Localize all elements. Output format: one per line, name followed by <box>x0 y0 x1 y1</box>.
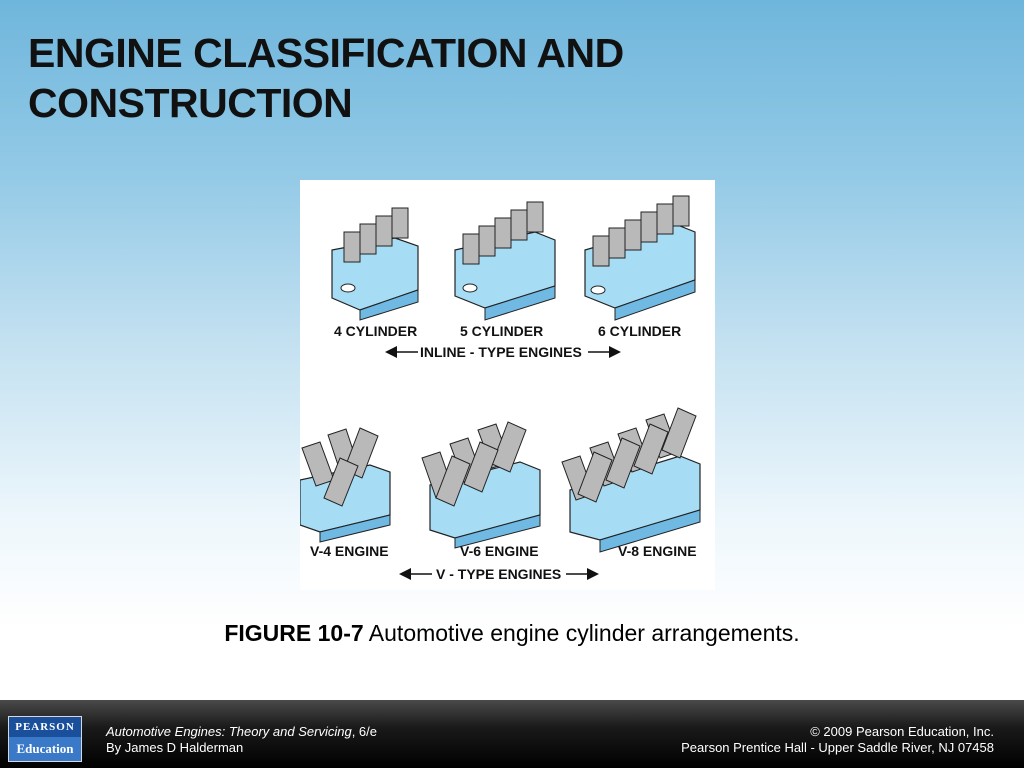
v4-engine <box>300 427 391 543</box>
figure-caption-text: Automotive engine cylinder arrangements. <box>363 620 800 646</box>
figure-number: FIGURE 10-7 <box>224 620 364 646</box>
footer-bar: PEARSON Education Automotive Engines: Th… <box>0 700 1024 768</box>
label-5-cylinder: 5 CYLINDER <box>460 323 543 339</box>
engine-diagram: 4 CYLINDER 5 CYLINDER 6 CYLINDER INLINE … <box>300 195 701 582</box>
book-author: By James D Halderman <box>106 740 244 755</box>
figure-caption: FIGURE 10-7 Automotive engine cylinder a… <box>0 620 1024 647</box>
book-info: Automotive Engines: Theory and Servicing… <box>106 724 377 756</box>
label-v8: V-8 ENGINE <box>618 543 697 559</box>
inline-4-engine <box>331 207 419 321</box>
label-inline-group: INLINE - TYPE ENGINES <box>420 344 582 360</box>
slide-title: ENGINE CLASSIFICATION AND CONSTRUCTION <box>28 30 624 126</box>
label-v4: V-4 ENGINE <box>310 543 389 559</box>
inline-5-engine <box>454 201 556 321</box>
label-4-cylinder: 4 CYLINDER <box>334 323 417 339</box>
book-title: Automotive Engines: Theory and Servicing <box>106 724 352 739</box>
v6-engine <box>421 421 541 549</box>
book-edition: , 6/e <box>351 724 377 739</box>
pearson-logo: PEARSON Education <box>8 716 82 762</box>
label-v-group: V - TYPE ENGINES <box>436 566 561 582</box>
v8-engine <box>561 407 701 553</box>
publisher-info: © 2009 Pearson Education, Inc. Pearson P… <box>681 724 994 756</box>
logo-top-text: PEARSON <box>9 717 81 737</box>
inline-6-engine <box>584 195 696 321</box>
engine-figure: 4 CYLINDER 5 CYLINDER 6 CYLINDER INLINE … <box>300 180 715 590</box>
copyright-text: © 2009 Pearson Education, Inc. <box>810 724 994 739</box>
label-6-cylinder: 6 CYLINDER <box>598 323 681 339</box>
publisher-text: Pearson Prentice Hall - Upper Saddle Riv… <box>681 740 994 755</box>
label-v6: V-6 ENGINE <box>460 543 539 559</box>
logo-bottom-text: Education <box>9 737 81 761</box>
